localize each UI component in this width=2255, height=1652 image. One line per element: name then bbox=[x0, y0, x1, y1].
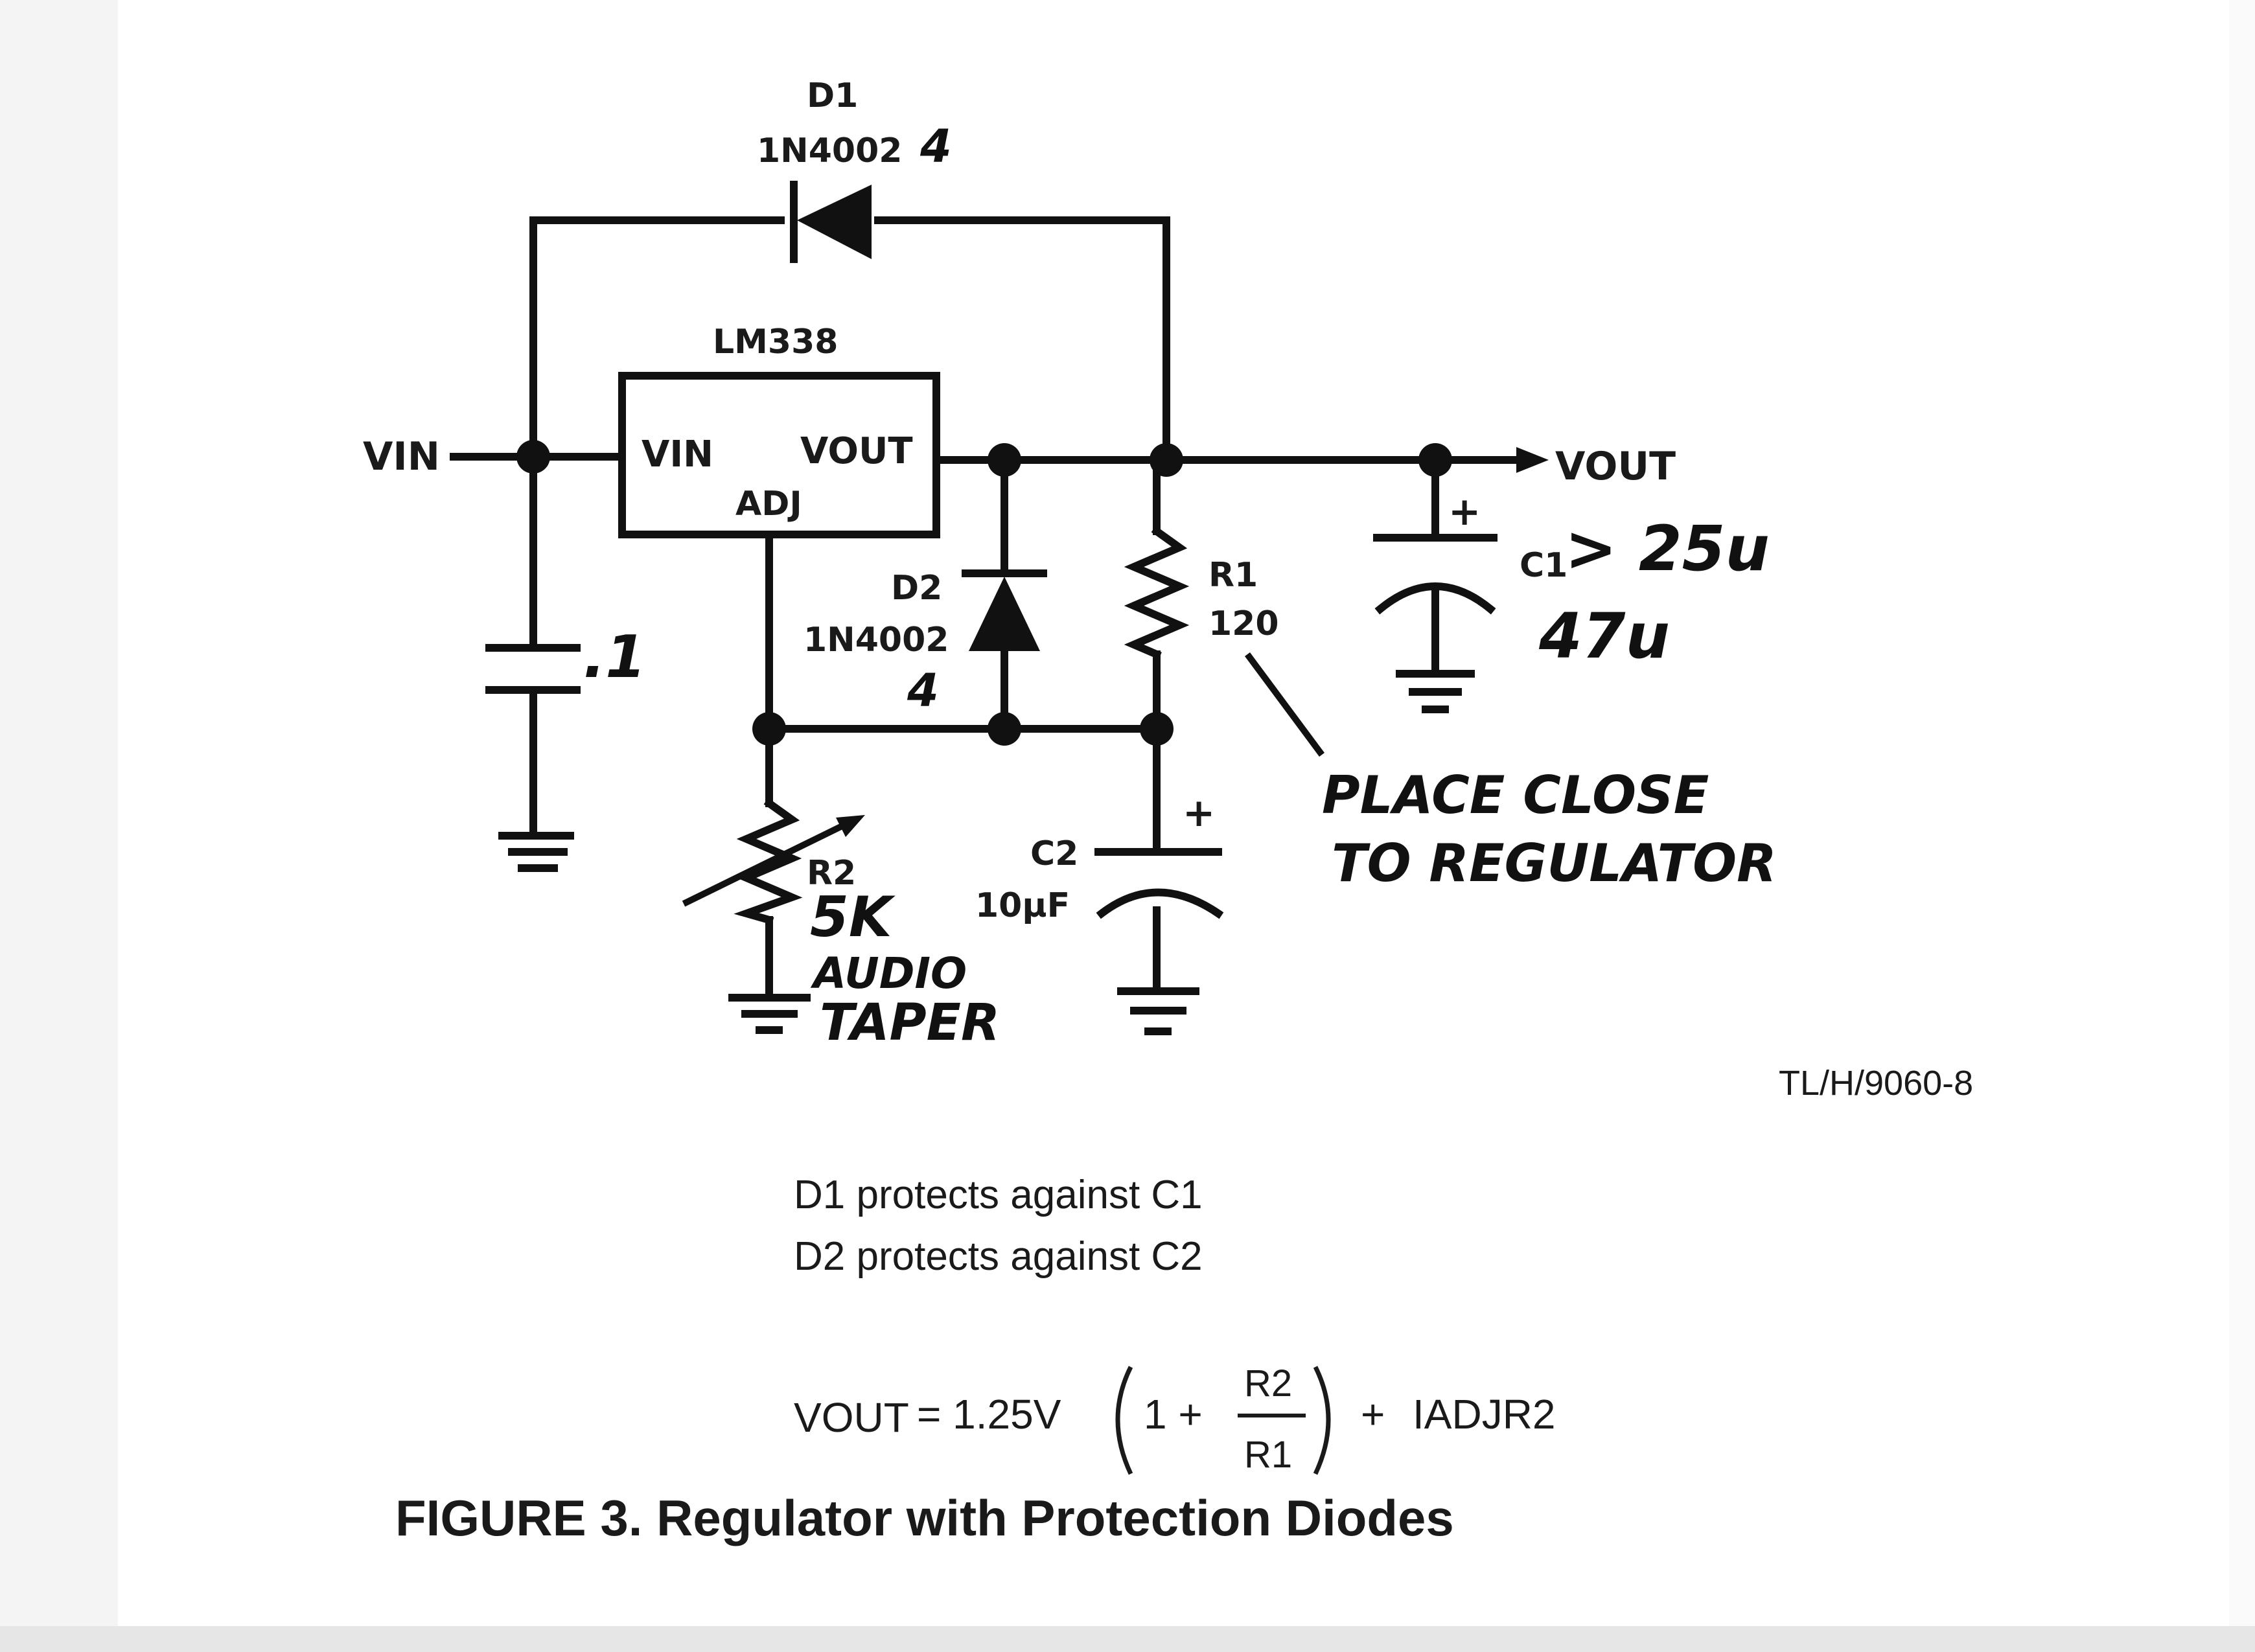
r1-note-handwritten-2: TO REGULATOR bbox=[1332, 833, 1777, 893]
r1-value-label: 120 bbox=[1208, 604, 1279, 643]
c2-plus-label: + bbox=[1183, 790, 1215, 836]
d2-part-label: 1N4002 bbox=[804, 621, 949, 660]
r1-note-handwritten-1: PLACE CLOSE bbox=[1322, 765, 1709, 825]
tl-reference-label: TL/H/9060-8 bbox=[1779, 1064, 1973, 1103]
scan-right-margin bbox=[2229, 0, 2255, 1652]
r2-potentiometer-icon bbox=[682, 797, 865, 925]
formula-tail-plus: + bbox=[1361, 1391, 1385, 1438]
wires bbox=[450, 216, 1520, 998]
cin-value-handwritten: .1 bbox=[583, 623, 646, 691]
c1-capacitor-icon bbox=[1373, 534, 1498, 615]
r1-note-pointer bbox=[1244, 652, 1325, 757]
vin-terminal-label: VIN bbox=[363, 434, 440, 479]
d1-label: D1 bbox=[807, 76, 858, 115]
junction-dot bbox=[988, 712, 1021, 746]
formula-denominator: R1 bbox=[1244, 1434, 1292, 1476]
ground-icon bbox=[1396, 670, 1475, 713]
ground-icon bbox=[728, 994, 811, 1034]
caption-line-2: D2 protects against C2 bbox=[794, 1234, 1203, 1279]
d2-part-handwritten: 4 bbox=[907, 664, 939, 717]
formula-left-paren bbox=[1115, 1366, 1133, 1475]
ground-icon bbox=[498, 832, 574, 872]
figure-title: FIGURE 3. Regulator with Protection Diod… bbox=[395, 1489, 1454, 1546]
lm338-ic-box bbox=[618, 372, 940, 538]
scan-bottom-margin bbox=[0, 1626, 2255, 1652]
formula-lhs: VOUT bbox=[794, 1394, 909, 1441]
junction-dot bbox=[752, 712, 786, 746]
vout-formula: VOUT = 1.25V 1 + R2 R1 + IADJR2 bbox=[794, 1362, 1556, 1476]
scan-left-margin bbox=[0, 0, 118, 1652]
formula-right-paren bbox=[1313, 1366, 1331, 1475]
r2-label: R2 bbox=[807, 854, 856, 893]
junction-dot bbox=[516, 440, 550, 474]
cin-capacitor-icon bbox=[485, 644, 581, 694]
c2-capacitor-icon bbox=[1094, 848, 1224, 919]
junctions bbox=[516, 440, 1452, 746]
c2-value-label: 10μF bbox=[975, 886, 1070, 925]
r1-resistor-icon bbox=[1124, 525, 1190, 660]
r2-note-handwritten-1: AUDIO bbox=[810, 948, 967, 998]
ic-name-label: LM338 bbox=[713, 323, 838, 361]
caption-line-1: D1 protects against C1 bbox=[794, 1173, 1203, 1217]
d2-diode-icon bbox=[962, 569, 1047, 651]
c1-value-handwritten-1: > 25u bbox=[1565, 512, 1770, 585]
ic-vin-pin-label: VIN bbox=[642, 433, 713, 476]
junction-dot bbox=[988, 443, 1021, 477]
d1-part-handwritten: 4 bbox=[919, 120, 952, 173]
formula-numerator: R2 bbox=[1244, 1362, 1292, 1405]
formula-tail: IADJR2 bbox=[1413, 1391, 1556, 1438]
c2-label: C2 bbox=[1030, 834, 1078, 873]
r1-label: R1 bbox=[1208, 556, 1258, 595]
d2-label: D2 bbox=[891, 569, 942, 608]
wire-d1-right bbox=[874, 216, 1170, 464]
d1-diode-icon bbox=[790, 181, 872, 263]
ic-vout-pin-label: VOUT bbox=[800, 430, 913, 472]
r2-value-handwritten: 5K bbox=[810, 885, 896, 950]
c1-value-handwritten-2: 47u bbox=[1538, 600, 1670, 672]
c1-label: C1 bbox=[1520, 546, 1567, 585]
d1-part-label: 1N4002 bbox=[757, 132, 902, 170]
junction-dot bbox=[1418, 443, 1452, 477]
formula-one-plus: 1 + bbox=[1144, 1391, 1203, 1438]
ic-adj-pin-label: ADJ bbox=[735, 485, 802, 523]
c1-plus-label: + bbox=[1448, 489, 1481, 534]
wire-d1-left bbox=[529, 216, 785, 461]
junction-dot bbox=[1150, 443, 1183, 477]
vout-arrow-icon bbox=[1516, 447, 1549, 473]
formula-equals: = 1.25V bbox=[917, 1391, 1061, 1438]
r2-note-handwritten-2: TAPER bbox=[820, 994, 1000, 1052]
ground-icon bbox=[1117, 987, 1199, 1035]
vout-terminal-label: VOUT bbox=[1555, 444, 1676, 489]
junction-dot bbox=[1140, 712, 1174, 746]
